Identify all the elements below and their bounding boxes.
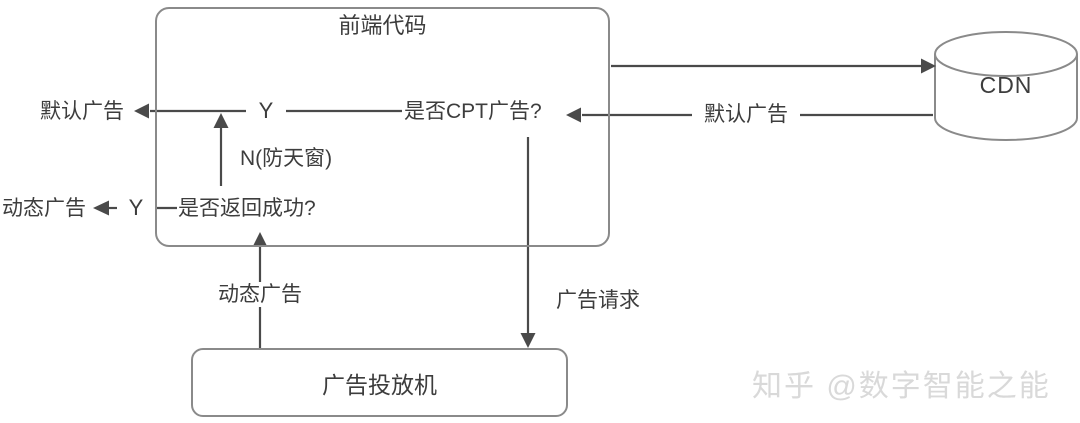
arrowhead-left-icon <box>566 107 581 123</box>
cylinder-body <box>934 54 1078 141</box>
dynamic-ad-left-label: 动态广告 <box>2 197 86 220</box>
cylinder-top <box>934 31 1078 77</box>
arrowhead-right-icon <box>921 58 936 74</box>
dynamic-ad-up-edge-label: 动态广告 <box>214 282 306 307</box>
arrowhead-left-icon <box>134 103 149 119</box>
n-fallback-label: N(防天窗) <box>240 147 333 170</box>
arrowhead-left-icon <box>93 200 109 216</box>
frontend-box-title: 前端代码 <box>338 13 427 38</box>
default-ad-left-label: 默认广告 <box>40 100 124 123</box>
ad-request-edge-label: 广告请求 <box>556 289 640 312</box>
y-branch-top-label: Y <box>246 98 286 123</box>
cdn-cylinder-shape <box>934 31 1078 141</box>
cpt-question-node: 是否CPT广告? <box>404 100 542 123</box>
y-branch-return-label: Y <box>128 195 144 220</box>
ad-server-box: 广告投放机 <box>191 348 568 417</box>
default-ad-cdn-edge-label: 默认广告 <box>692 102 800 127</box>
arrowhead-up-icon <box>252 232 268 247</box>
zhihu-watermark: 知乎 @数字智能之能 <box>752 370 1051 403</box>
frontend-code-box <box>155 7 610 247</box>
arrowhead-up-icon <box>213 113 229 128</box>
arrowhead-down-icon <box>520 333 536 348</box>
ad-server-label: 广告投放机 <box>322 371 437 398</box>
return-question-node: 是否返回成功? <box>178 197 316 220</box>
cdn-label: CDN <box>979 72 1033 98</box>
